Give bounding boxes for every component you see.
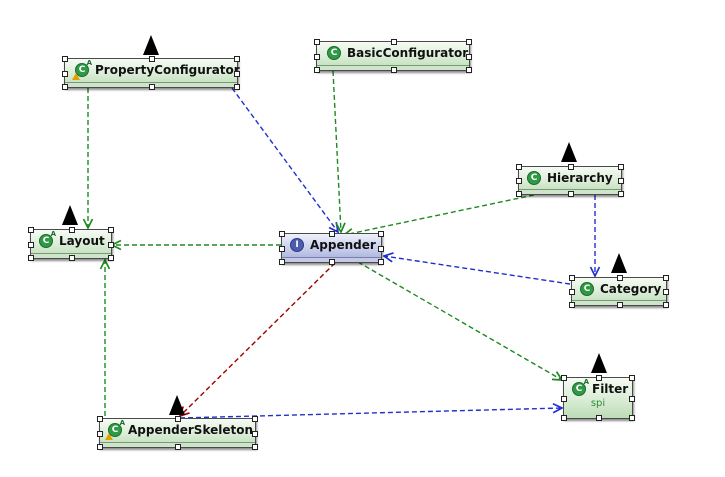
edge-appender-appenderskeleton xyxy=(180,262,336,416)
inheritance-triangle-icon xyxy=(143,35,159,55)
node-label: Category xyxy=(600,282,662,296)
node-category[interactable]: C Category xyxy=(569,275,669,308)
edge-basicconfigurator-appender xyxy=(332,70,341,232)
node-label: Appender xyxy=(310,238,376,252)
inheritance-triangle-icon xyxy=(591,353,607,373)
class-icon: C xyxy=(527,171,541,185)
node-label: Hierarchy xyxy=(547,171,613,185)
edge-hierarchy-appender xyxy=(344,194,535,235)
inheritance-triangle-icon xyxy=(561,142,577,162)
node-appender[interactable]: I Appender xyxy=(279,231,384,265)
edge-propertyconfigurator-appender xyxy=(231,87,338,232)
node-label: Layout xyxy=(59,234,105,248)
node-label: BasicConfigurator xyxy=(347,46,469,60)
node-label: PropertyConfigurator xyxy=(95,63,240,77)
inheritance-triangle-icon xyxy=(611,253,627,273)
node-label: Filter xyxy=(592,382,629,396)
inheritance-triangle-icon xyxy=(169,395,185,415)
edge-appender-filter xyxy=(357,261,562,380)
node-basic-configurator[interactable]: C BasicConfigurator xyxy=(314,39,472,73)
node-hierarchy[interactable]: C Hierarchy xyxy=(516,164,624,197)
inheritance-triangle-icon xyxy=(62,205,78,225)
node-label: AppenderSkeleton xyxy=(128,423,254,437)
package-label: spi xyxy=(590,398,606,409)
class-icon: C xyxy=(580,282,594,296)
class-icon: C xyxy=(327,46,341,60)
interface-icon: I xyxy=(290,238,304,252)
edge-appenderskeleton-filter xyxy=(179,408,562,419)
edge-category-appender xyxy=(384,256,571,285)
